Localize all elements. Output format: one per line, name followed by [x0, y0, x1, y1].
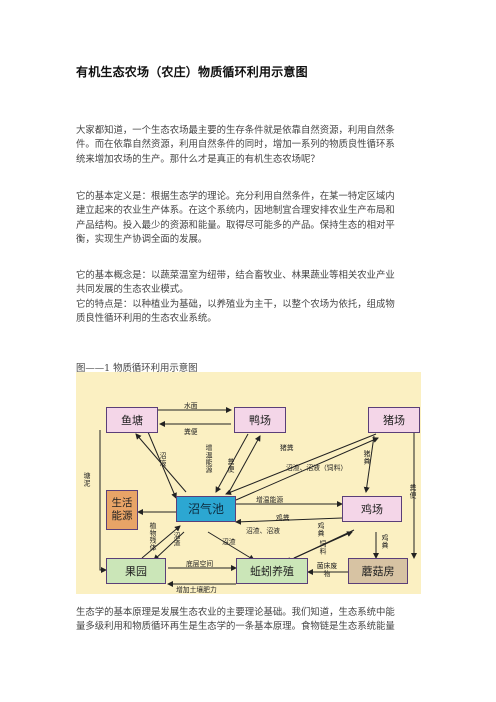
arrow-pond-mud — [99, 430, 107, 573]
arrow-pig-biogas — [225, 433, 377, 495]
label-biogas-slurry-1: 沼液 — [158, 452, 166, 467]
arrow-chicken-biogas — [235, 517, 343, 525]
node-life-energy: 生活能源 — [106, 490, 138, 530]
node-mushroom: 蘑菇房 — [348, 558, 408, 584]
label-pond-mud: 塘泥 — [82, 472, 90, 487]
node-orchard: 果园 — [106, 558, 166, 584]
node-pig-farm: 猪场 — [368, 407, 420, 433]
arrow-biogas-duck — [227, 435, 261, 495]
node-biogas-pool: 沼气池 — [176, 496, 236, 522]
paragraph-concept: 它的基本概念是：以蔬菜温室为纽带，结合畜牧业、林果蔬业等相关农业产业 共同发展的… — [76, 270, 395, 325]
paragraph-intro: 大家都知道，一个生态农场最主要的生存条件就是依靠自然资源，利用自然条 件。而在依… — [76, 125, 395, 165]
arrow-biogas-earthworm — [207, 531, 255, 561]
arrow-biogas-pig — [235, 437, 379, 501]
label-pig-manure: 猪粪 — [280, 444, 294, 452]
figure-caption: 图——1 物质循环利用示意图 — [76, 363, 198, 374]
label-biogas-slurry-feed: 沼渣、沼液（饲料） — [286, 464, 348, 472]
label-mushroom-waste: 菌床废物 — [316, 562, 338, 578]
label-understory: 底层空间 — [186, 560, 214, 568]
label-slurry-residue: 沼渣、沼液 — [246, 527, 280, 535]
arrow-biogas-orchard — [153, 531, 185, 561]
node-fish-pond: 鱼塘 — [106, 407, 158, 433]
label-biogas-residue: 沼渣 — [172, 532, 180, 547]
arrow-biogas-fish — [135, 433, 187, 493]
node-chicken-farm: 鸡场 — [342, 496, 402, 522]
label-dung-right: 粪便 — [408, 484, 416, 499]
node-earthworm: 蚯蚓养殖 — [236, 558, 308, 584]
label-plant-residue: 植物残体 — [148, 522, 156, 552]
label-chicken-manure: 鸡粪 — [276, 514, 290, 522]
label-duck-manure: 粪便 — [184, 428, 198, 436]
label-heat-energy: 增温能源 — [204, 444, 212, 474]
label-soil-fertility: 增加土壤肥力 — [176, 586, 217, 594]
arrow-pig-chicken — [363, 435, 375, 493]
page-title: 有机生态农场（农庄）物质循环利用示意图 — [76, 65, 308, 79]
paragraph-ecology: 生态学的基本原理是发展生态农业的主要理论基础。我们知道，生态系统中能 量多级利用… — [76, 607, 395, 633]
diagram-arrows — [99, 407, 417, 587]
label-heat-energy-2: 增温能源 — [256, 496, 284, 504]
label-residue-2: 沼渣 — [222, 538, 236, 546]
arrow-fish-biogas-1 — [147, 431, 177, 499]
arrow-earthworm-chicken — [293, 531, 353, 559]
arrow-orchard-biogas — [141, 525, 181, 559]
paragraph-definition: 它的基本定义是：根据生态学的理论。充分利用自然条件，在某一特定区域内 建立起来的… — [76, 191, 395, 246]
cycle-diagram: 鱼塘 鸭场 猪场 生活能源 沼气池 鸡场 果园 蚯蚓养殖 蘑菇房 水面 粪便 塘… — [76, 372, 421, 594]
label-chicken-dung-2: 鸡粪 — [380, 534, 388, 549]
label-chicken-dung: 鸡粪 — [316, 522, 324, 537]
arrow-duck-biogas — [215, 433, 249, 493]
label-feed: 饲料 — [318, 540, 326, 555]
node-duck-farm: 鸭场 — [234, 407, 286, 433]
label-pig-dung: 猪粪 — [362, 450, 370, 465]
label-manure-1: 粪便 — [226, 458, 234, 473]
label-water-surface: 水面 — [184, 402, 198, 410]
